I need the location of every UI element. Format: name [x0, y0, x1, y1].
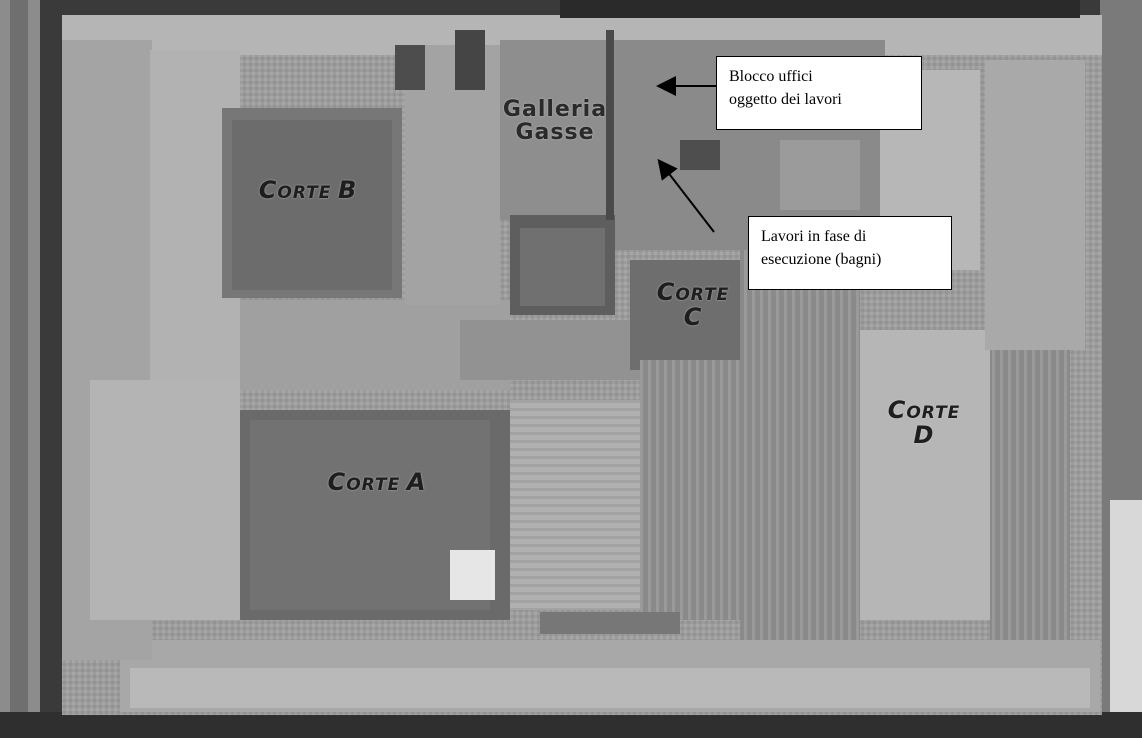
works-callout: Lavori in fase di esecuzione (bagni) [748, 216, 952, 290]
office-block-callout: Blocco uffici oggetto dei lavori [716, 56, 922, 130]
east-wing [985, 60, 1085, 350]
galleria-gasse-label: Galleria Gasse [502, 97, 608, 146]
chimney-2 [455, 30, 485, 90]
corte-b-label: CORTE B [258, 176, 358, 204]
office-block-dark-box [680, 140, 720, 170]
corte-a-label: CORTE A [327, 468, 427, 496]
central-east-roofs [740, 250, 860, 640]
corte-c-courtyard [630, 260, 760, 370]
works-callout-line2: esecuzione (bagni) [761, 251, 882, 269]
chimney-1 [395, 45, 425, 90]
central-link-roof [460, 320, 640, 380]
south-wing-ridge [130, 668, 1090, 708]
galleria-roof [500, 40, 615, 220]
corte-a-bright-box [450, 550, 495, 600]
south-vents [540, 612, 680, 634]
corte-c-roofs [640, 360, 740, 620]
office-block-callout-line2: oggetto dei lavori [729, 91, 842, 109]
bottom-street [0, 712, 1142, 738]
north-street [560, 0, 1080, 18]
left-street-shadow [10, 0, 28, 738]
corte-d-label: CORTE D [887, 396, 961, 450]
east-lower-wing [990, 350, 1070, 640]
galleria-courtyard-inner [520, 228, 605, 306]
office-block-skylight [780, 140, 860, 210]
works-callout-line1: Lavori in fase di [761, 228, 867, 245]
galleria-wall-line [606, 30, 614, 220]
corte-d-courtyard [860, 330, 990, 620]
works-arrow [657, 158, 715, 233]
corte-c-label: CORTE C [656, 278, 730, 332]
west-lower-roof [90, 380, 240, 620]
right-bright-roof [1110, 500, 1142, 738]
central-lower-roof [510, 400, 640, 610]
corte-b-inner [232, 120, 392, 290]
office-block-callout-line1: Blocco uffici [729, 68, 813, 85]
